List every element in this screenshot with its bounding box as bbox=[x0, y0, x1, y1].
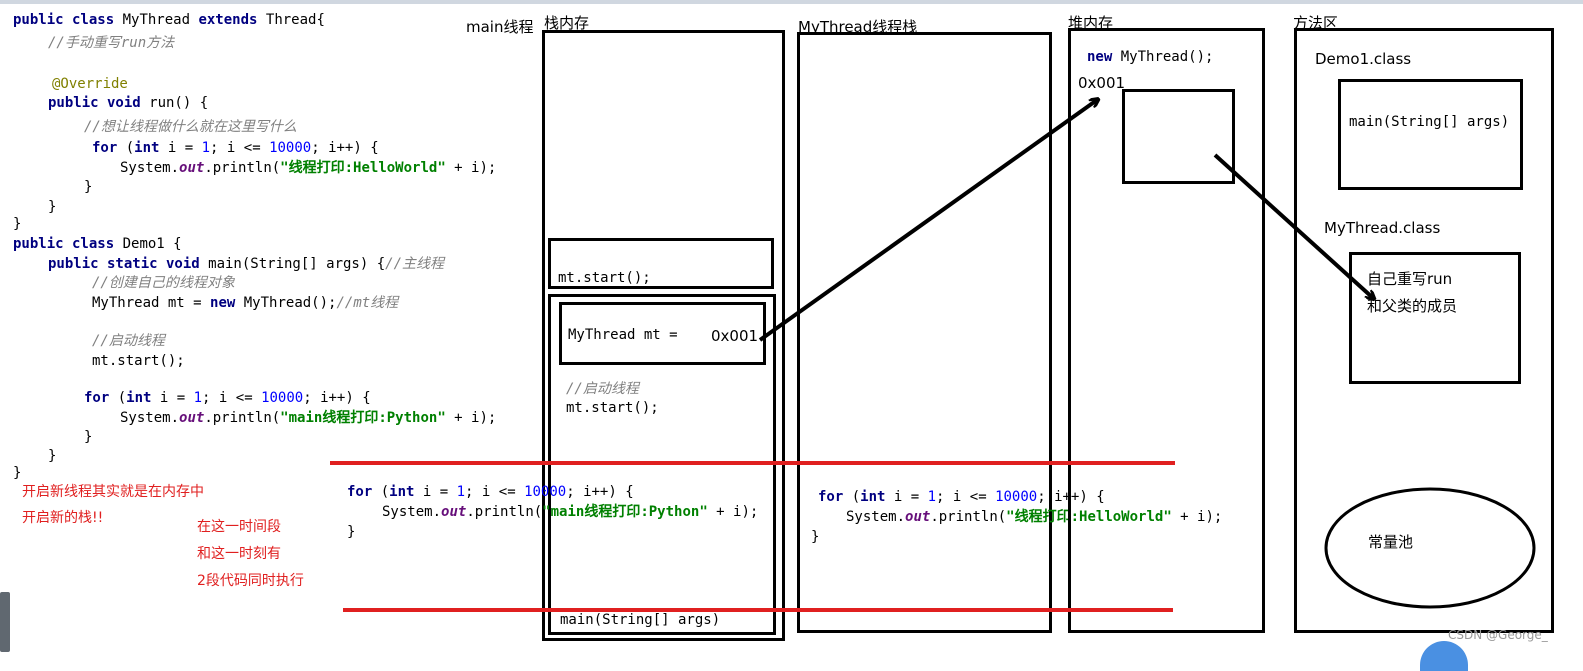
mythread-parent-members: 和父类的成员 bbox=[1367, 297, 1458, 315]
code-line: public void run() { bbox=[48, 95, 209, 111]
note-new-stack: 开启新的栈!! bbox=[22, 510, 104, 526]
code-comment: //想让线程做什么就在这里写什么 bbox=[84, 119, 297, 135]
code-line: } bbox=[13, 216, 22, 232]
code-line: } bbox=[48, 199, 57, 215]
constant-pool-label: 常量池 bbox=[1368, 533, 1414, 551]
stack-start-call: mt.start(); bbox=[566, 400, 659, 416]
main-frame-label: main(String[] args) bbox=[560, 612, 721, 628]
code-annotation: @Override bbox=[52, 76, 128, 92]
code-line: System.out.println("main线程打印:Python" + i… bbox=[120, 410, 497, 426]
mythread-loop-body: System.out.println("线程打印:HelloWorld" + i… bbox=[846, 509, 1223, 525]
mythread-stack-box bbox=[797, 32, 1052, 633]
mythread-class-label: MyThread.class bbox=[1324, 219, 1441, 237]
code-line: } bbox=[48, 448, 57, 464]
mythread-stack-label: MyThread线程栈 bbox=[798, 18, 918, 36]
heap-object bbox=[1122, 89, 1235, 184]
heap-address: 0x001 bbox=[1078, 74, 1126, 92]
reference-arrow bbox=[758, 100, 1097, 342]
main-thread-label: main线程 bbox=[466, 18, 534, 36]
main-loop-line: for (int i = 1; i <= 10000; i++) { bbox=[347, 484, 634, 500]
code-line: public class MyThread extends Thread{ bbox=[13, 12, 325, 28]
code-line: } bbox=[84, 179, 93, 195]
heap-box bbox=[1068, 28, 1265, 633]
top-border bbox=[0, 0, 1583, 4]
code-comment: //手动重写run方法 bbox=[48, 35, 175, 51]
mt-variable-slot bbox=[559, 302, 766, 365]
mythread-class-box bbox=[1349, 252, 1521, 384]
note-time-period: 在这一时间段 bbox=[197, 519, 281, 535]
demo1-class-box bbox=[1338, 79, 1523, 190]
start-frame bbox=[548, 238, 774, 289]
code-line: public static void main(String[] args) {… bbox=[48, 256, 445, 272]
code-comment: //创建自己的线程对象 bbox=[92, 275, 235, 291]
constant-pool-ellipse bbox=[1324, 487, 1536, 609]
code-line: } bbox=[84, 429, 93, 445]
mt-variable-text: MyThread mt = bbox=[568, 327, 678, 343]
start-frame-text: mt.start(); bbox=[558, 270, 651, 286]
mt-address: 0x001 bbox=[711, 327, 759, 345]
main-stack-box bbox=[542, 30, 785, 641]
heap-label: 堆内存 bbox=[1068, 14, 1114, 32]
code-comment: //启动线程 bbox=[92, 333, 165, 349]
code-line: for (int i = 1; i <= 10000; i++) { bbox=[92, 140, 379, 156]
code-line: MyThread mt = new MyThread();//mt线程 bbox=[92, 295, 399, 311]
demo1-main-method: main(String[] args) bbox=[1349, 114, 1510, 130]
note-moment: 和这一时刻有 bbox=[197, 546, 281, 562]
code-line: } bbox=[13, 465, 22, 481]
demo1-class-label: Demo1.class bbox=[1315, 50, 1412, 68]
code-line: public class Demo1 { bbox=[13, 236, 182, 252]
mythread-loop-line: for (int i = 1; i <= 10000; i++) { bbox=[818, 489, 1105, 505]
mythread-run-override: 自己重写run bbox=[1367, 270, 1453, 288]
class-pointer-arrow bbox=[1213, 153, 1373, 298]
method-area-box bbox=[1294, 28, 1554, 633]
stack-comment: //启动线程 bbox=[566, 381, 639, 397]
method-area-label: 方法区 bbox=[1293, 14, 1339, 32]
code-line: for (int i = 1; i <= 10000; i++) { bbox=[84, 390, 371, 406]
scroll-handle[interactable] bbox=[0, 592, 10, 652]
note-concurrent: 2段代码同时执行 bbox=[197, 573, 304, 589]
heap-new-expr: new MyThread(); bbox=[1087, 49, 1214, 65]
stack-memory-label: 栈内存 bbox=[544, 14, 590, 32]
main-loop-body: System.out.println("main线程打印:Python" + i… bbox=[382, 504, 759, 520]
main-loop-end: } bbox=[347, 524, 356, 540]
code-line: System.out.println("线程打印:HelloWorld" + i… bbox=[120, 160, 497, 176]
code-line: mt.start(); bbox=[92, 353, 185, 369]
note-new-thread: 开启新线程其实就是在内存中 bbox=[22, 484, 204, 500]
mythread-loop-end: } bbox=[811, 529, 820, 545]
watermark: CSDN @George_ bbox=[1448, 628, 1548, 642]
